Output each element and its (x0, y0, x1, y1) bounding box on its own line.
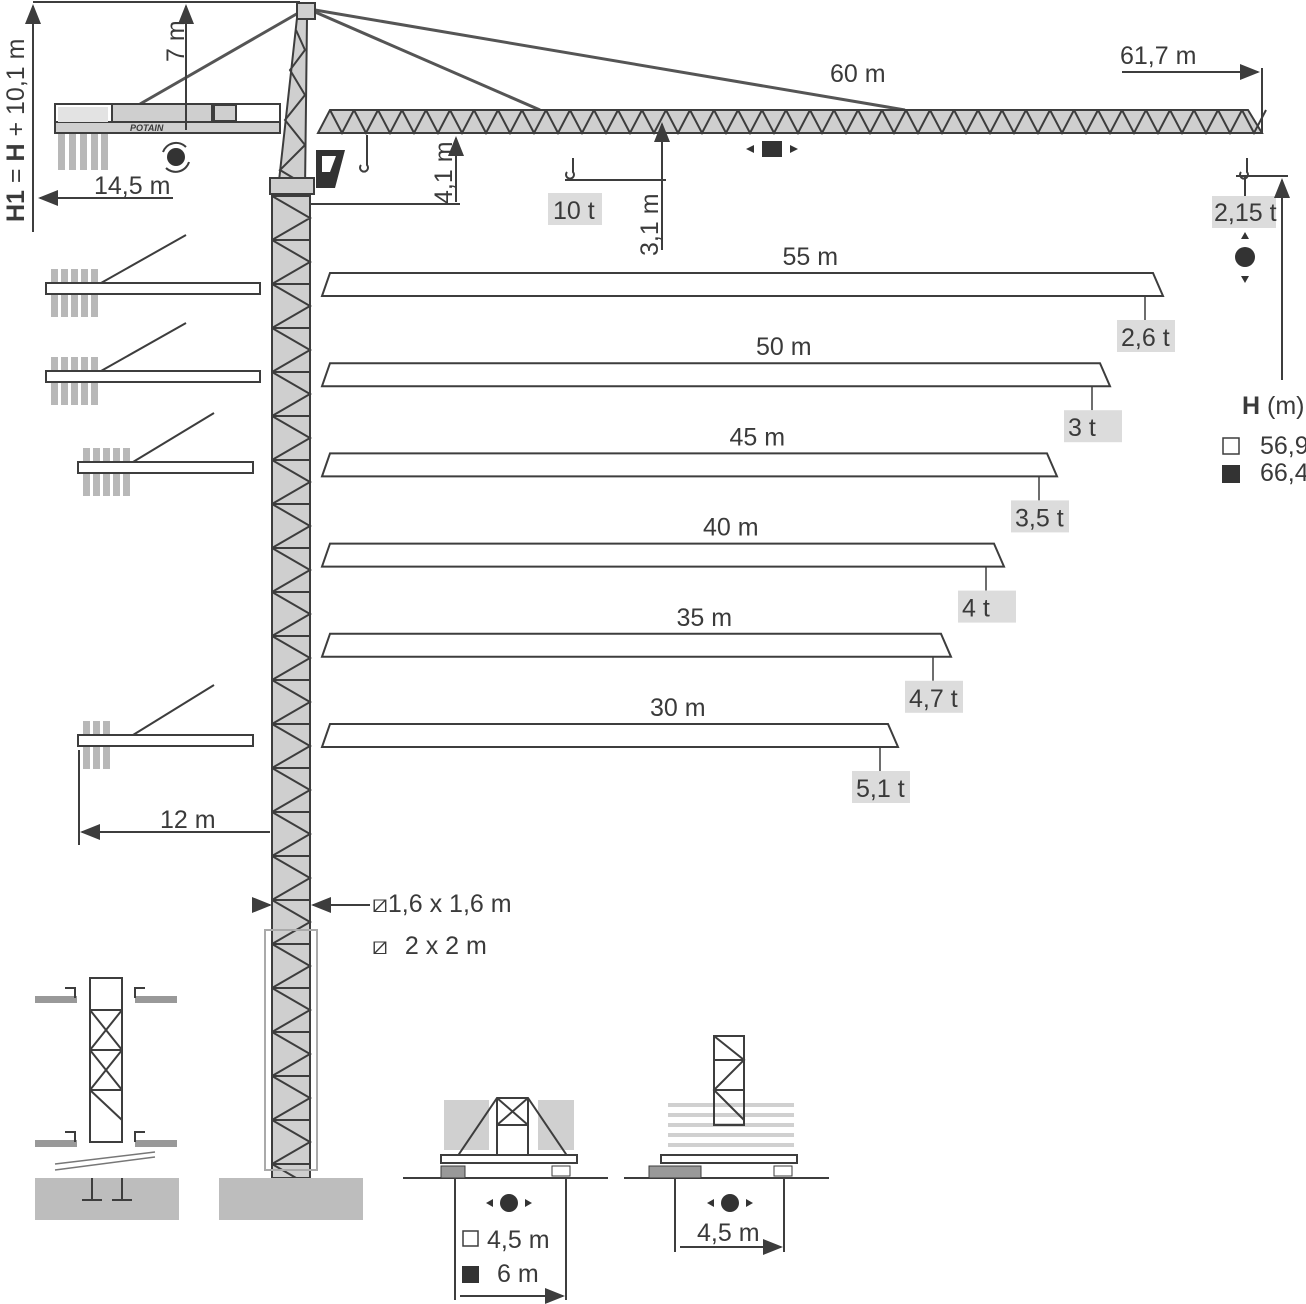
max-load-label: 10 t (553, 197, 595, 225)
foundation-detail (35, 977, 363, 1220)
jib-load-label: 3 t (1068, 414, 1096, 442)
jib-length-label: 35 m (677, 604, 733, 632)
jib-option: 2,6 t 55 m (320, 243, 1175, 352)
slew-icon (167, 148, 185, 166)
svg-text:H (m): H (m) (1242, 392, 1305, 420)
height-legend: H (m) 56,9 66,4 (1222, 392, 1306, 487)
jib-ties (139, 8, 906, 112)
jib-load-label: 4 t (962, 595, 990, 623)
counter-jib-variant (77, 412, 254, 496)
hoist-icon (1235, 247, 1255, 267)
counter-jib-variant (45, 322, 261, 405)
jib-option: 3 t 50 m (320, 333, 1122, 443)
base-chassis-2: 4,5 m (624, 1035, 829, 1255)
jib-load-label: 4,7 t (909, 685, 958, 713)
jib-length-label: 40 m (703, 514, 759, 542)
jib-option: 5,1 t 30 m (320, 694, 910, 803)
jib-length-label: 30 m (650, 694, 706, 722)
jib-load-label: 5,1 t (856, 775, 905, 803)
main-jib (316, 109, 1267, 136)
svg-text:4,5 m: 4,5 m (697, 1219, 760, 1247)
mast-size-small: ⧄1,6 x 1,6 m (372, 890, 512, 918)
brand-label: POTAIN (130, 123, 164, 133)
base-chassis-1: 4,5 m 6 m (403, 1097, 608, 1304)
jib-options: 2,6 t 55 m 3 t 50 m 3,5 t 45 m 4 t 40 m 4,7 t 35 … (320, 243, 1175, 803)
trolley-icon (762, 141, 782, 157)
jib-load-label: 3,5 t (1015, 504, 1064, 532)
jib-load-label: 2,6 t (1121, 324, 1170, 352)
top-height-label: 7 m (162, 20, 190, 62)
min-radius-height-label: 3,1 m (636, 193, 664, 256)
svg-text:4,5 m: 4,5 m (487, 1226, 550, 1254)
jib-length-label: 50 m (756, 333, 812, 361)
lower-counter-jib-label: 12 m (160, 806, 216, 834)
h1-formula: H1 = H + 10,1 m (2, 39, 30, 222)
counter-jib-variant (77, 684, 254, 769)
hook-height-label: 4,1 m (430, 141, 458, 204)
jib-option: 4 t 40 m (320, 514, 1016, 623)
svg-text:56,9: 56,9 (1260, 432, 1306, 460)
max-jib-label: 61,7 m (1120, 42, 1196, 70)
counter-jib-label: 14,5 m (94, 172, 170, 200)
tower-mast (264, 193, 318, 1209)
tip-load-label: 2,15 t (1214, 199, 1277, 227)
counter-jib-variant (45, 234, 261, 317)
hook-icon (359, 135, 369, 173)
counter-jib-variants (45, 234, 261, 769)
h1-dimension: H1 = H + 10,1 m (2, 1, 300, 232)
jib-length-label: 55 m (783, 243, 839, 271)
mast-size-large: ⧄ 2 x 2 m (372, 932, 487, 960)
svg-text:66,4: 66,4 (1260, 459, 1306, 487)
counter-jib: POTAIN (54, 103, 281, 170)
jib-option: 3,5 t 45 m (320, 423, 1069, 533)
tie-length-label: 60 m (830, 60, 886, 88)
jib-length-label: 45 m (730, 423, 786, 451)
jib-option: 4,7 t 35 m (320, 604, 963, 713)
svg-text:6 m: 6 m (497, 1260, 539, 1288)
mast-head (276, 2, 316, 191)
